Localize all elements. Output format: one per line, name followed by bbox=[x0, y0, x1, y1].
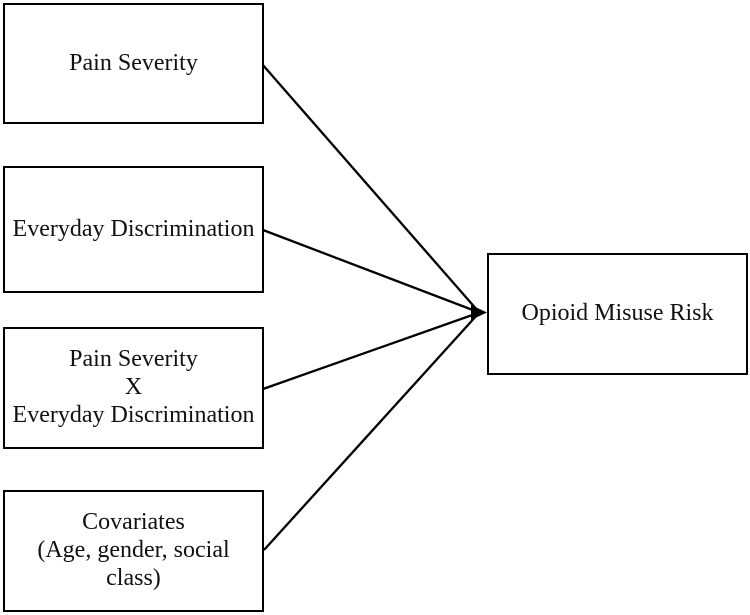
node-covariates-label: Covariates (Age, gender, social class) bbox=[37, 509, 230, 591]
node-pain-severity: Pain Severity bbox=[3, 3, 264, 124]
node-everyday-discrimination-label: Everyday Discrimination bbox=[12, 215, 255, 242]
edge-everyday-discrimination-to-outcome bbox=[262, 228, 479, 314]
node-interaction-label: Pain Severity X Everyday Discrimination bbox=[12, 346, 255, 428]
node-pain-severity-label: Pain Severity bbox=[69, 49, 198, 76]
edge-interaction-to-outcome bbox=[262, 311, 479, 391]
node-opioid-misuse-risk: Opioid Misuse Risk bbox=[487, 253, 748, 375]
node-opioid-misuse-risk-label: Opioid Misuse Risk bbox=[521, 300, 714, 327]
node-pain-severity-x-everyday-discrimination: Pain Severity X Everyday Discrimination bbox=[3, 327, 264, 449]
edge-covariates-to-outcome bbox=[263, 313, 479, 551]
arrowhead-icon bbox=[471, 305, 487, 320]
edge-pain-severity-to-outcome bbox=[261, 63, 479, 312]
node-everyday-discrimination: Everyday Discrimination bbox=[3, 166, 264, 293]
node-covariates: Covariates (Age, gender, social class) bbox=[3, 490, 264, 612]
